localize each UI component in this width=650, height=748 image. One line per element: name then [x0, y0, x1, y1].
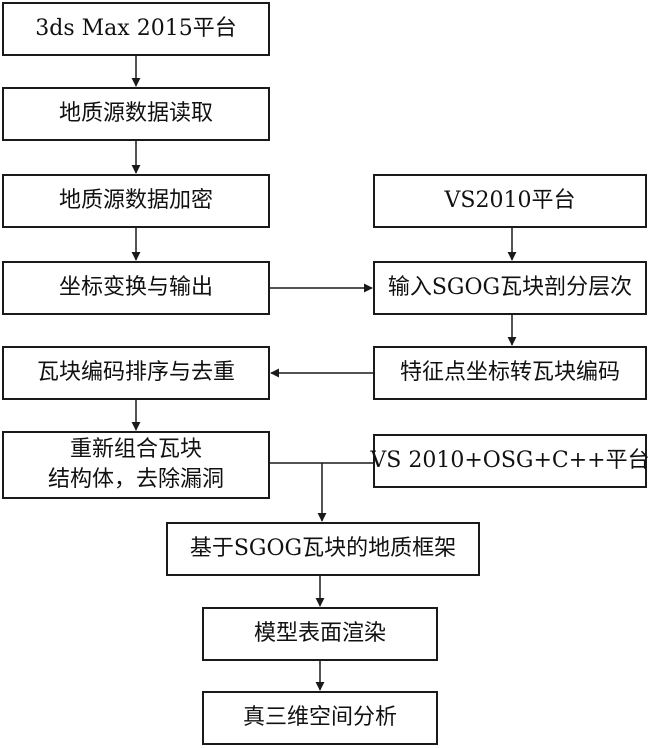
box-feature-point-to-tile-code: 特征点坐标转瓦块编码 [373, 346, 647, 400]
box-vs2010-platform-label: VS2010平台 [444, 188, 576, 213]
box-coord-transform-output: 坐标变换与输出 [2, 261, 270, 315]
box-3ds-max-platform: 3ds Max 2015平台 [2, 2, 270, 56]
box-vs2010-platform: VS2010平台 [373, 174, 647, 228]
box-surface-rendering-label: 模型表面渲染 [253, 621, 386, 646]
box-input-sgog-levels: 输入SGOG瓦块剖分层次 [373, 261, 647, 315]
box-recombine-tiles: 重新组合瓦块 结构体，去除漏洞 [2, 431, 270, 499]
box-densify-geo-data: 地质源数据加密 [2, 174, 270, 228]
box-recombine-tiles-line2: 结构体，去除漏洞 [47, 467, 224, 492]
box-densify-geo-data-label: 地质源数据加密 [58, 188, 213, 213]
box-vs2010-osg-cpp-platform-label: VS 2010+OSG+C++平台 [370, 448, 650, 473]
box-recombine-tiles-line1: 重新组合瓦块 [69, 437, 202, 462]
box-surface-rendering: 模型表面渲染 [202, 607, 438, 661]
box-tile-code-sort-dedup-label: 瓦块编码排序与去重 [36, 360, 235, 385]
box-feature-point-to-tile-code-label: 特征点坐标转瓦块编码 [399, 360, 620, 385]
box-sgog-geo-framework-label: 基于SGOG瓦块的地质框架 [189, 536, 457, 561]
box-vs2010-osg-cpp-platform: VS 2010+OSG+C++平台 [370, 434, 650, 488]
box-read-geo-data-label: 地质源数据读取 [58, 101, 213, 126]
box-sgog-geo-framework: 基于SGOG瓦块的地质框架 [166, 522, 480, 576]
box-tile-code-sort-dedup: 瓦块编码排序与去重 [2, 346, 270, 400]
box-coord-transform-output-label: 坐标变换与输出 [58, 275, 213, 300]
box-read-geo-data: 地质源数据读取 [2, 87, 270, 141]
box-3d-spatial-analysis-label: 真三维空间分析 [242, 705, 397, 730]
box-3d-spatial-analysis: 真三维空间分析 [202, 691, 438, 745]
box-3ds-max-platform-label: 3ds Max 2015平台 [35, 16, 237, 41]
box-input-sgog-levels-label: 输入SGOG瓦块剖分层次 [387, 275, 633, 300]
